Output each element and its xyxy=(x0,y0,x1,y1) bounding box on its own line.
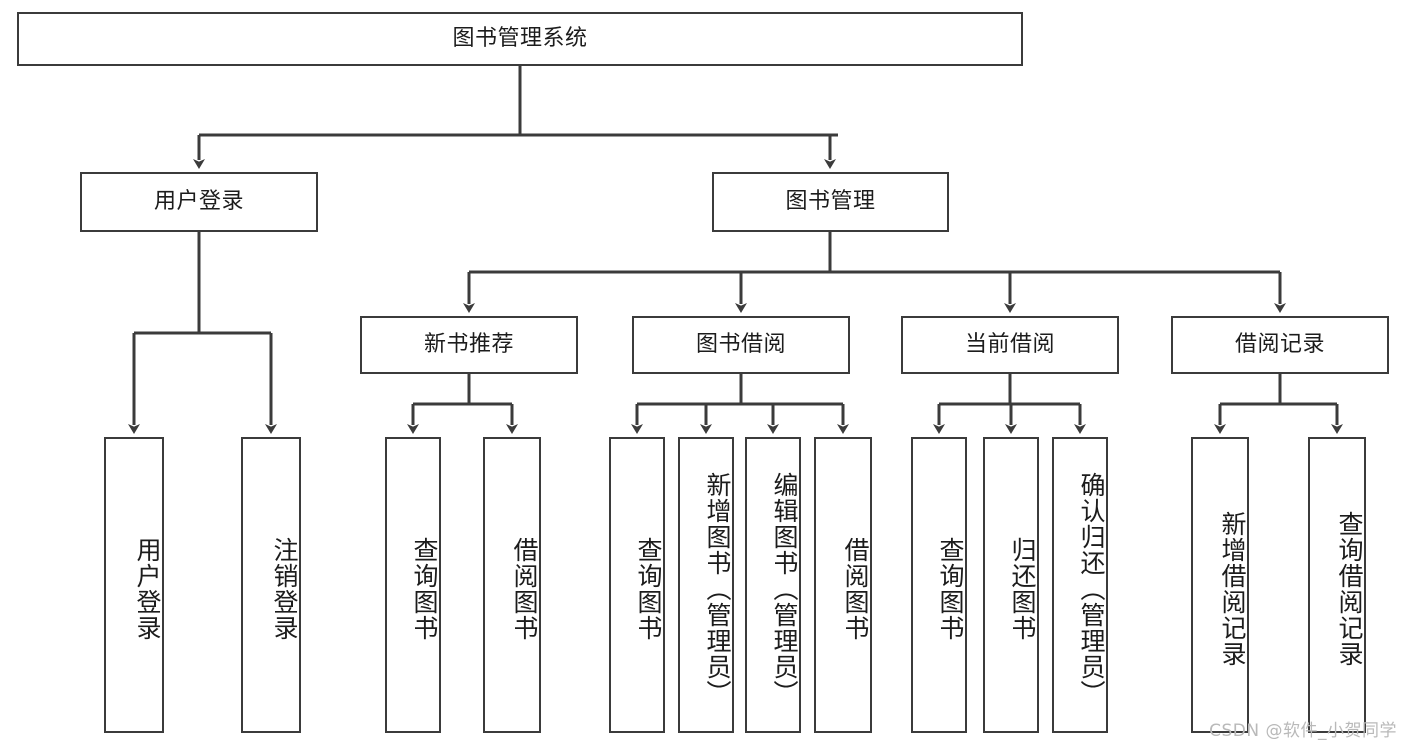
node-leaf-query-book-2-label: 查询图书 xyxy=(634,537,663,641)
node-leaf-query-record-label: 查询借阅记录 xyxy=(1335,511,1364,667)
node-leaf-user-login[interactable]: 用户登录 xyxy=(104,437,164,733)
node-leaf-add-record-label: 新增借阅记录 xyxy=(1218,511,1247,667)
node-book-manage-label: 图书管理 xyxy=(785,188,876,214)
node-leaf-borrow-book-2-label: 借阅图书 xyxy=(841,537,870,641)
node-leaf-query-book-3[interactable]: 查询图书 xyxy=(911,437,967,733)
node-leaf-edit-book[interactable]: 编辑图书（管理员） xyxy=(745,437,801,733)
node-leaf-query-record[interactable]: 查询借阅记录 xyxy=(1308,437,1366,733)
node-user-login-label: 用户登录 xyxy=(153,188,244,214)
node-leaf-borrow-book-1-label: 借阅图书 xyxy=(510,537,539,641)
node-user-login[interactable]: 用户登录 xyxy=(80,172,318,232)
node-root-label: 图书管理系统 xyxy=(452,25,588,51)
node-book-manage[interactable]: 图书管理 xyxy=(712,172,949,232)
node-current-borrow-label: 当前借阅 xyxy=(964,331,1055,357)
node-leaf-logout[interactable]: 注销登录 xyxy=(241,437,301,733)
node-leaf-confirm-return[interactable]: 确认归还（管理员） xyxy=(1052,437,1108,733)
node-leaf-borrow-book-1[interactable]: 借阅图书 xyxy=(483,437,541,733)
node-root[interactable]: 图书管理系统 xyxy=(17,12,1023,66)
node-leaf-edit-book-label: 编辑图书（管理员） xyxy=(770,472,799,706)
node-leaf-add-book-label: 新增图书（管理员） xyxy=(703,472,732,706)
node-leaf-user-login-label: 用户登录 xyxy=(133,537,162,641)
node-leaf-borrow-book-2[interactable]: 借阅图书 xyxy=(814,437,872,733)
node-borrow-record-label: 借阅记录 xyxy=(1234,331,1325,357)
node-leaf-add-record[interactable]: 新增借阅记录 xyxy=(1191,437,1249,733)
node-borrow-record[interactable]: 借阅记录 xyxy=(1171,316,1389,374)
node-leaf-return-book[interactable]: 归还图书 xyxy=(983,437,1039,733)
node-leaf-query-book-3-label: 查询图书 xyxy=(936,537,965,641)
node-leaf-query-book-1-label: 查询图书 xyxy=(410,537,439,641)
node-leaf-query-book-1[interactable]: 查询图书 xyxy=(385,437,441,733)
node-leaf-return-book-label: 归还图书 xyxy=(1008,537,1037,641)
node-book-borrow[interactable]: 图书借阅 xyxy=(632,316,850,374)
node-leaf-query-book-2[interactable]: 查询图书 xyxy=(609,437,665,733)
watermark: CSDN @软件_小贺同学 xyxy=(1209,721,1397,741)
node-new-book-recommend-label: 新书推荐 xyxy=(423,331,514,357)
node-leaf-confirm-return-label: 确认归还（管理员） xyxy=(1077,472,1106,706)
node-leaf-add-book[interactable]: 新增图书（管理员） xyxy=(678,437,734,733)
node-leaf-logout-label: 注销登录 xyxy=(270,537,299,641)
node-current-borrow[interactable]: 当前借阅 xyxy=(901,316,1119,374)
node-book-borrow-label: 图书借阅 xyxy=(695,331,786,357)
node-new-book-recommend[interactable]: 新书推荐 xyxy=(360,316,578,374)
